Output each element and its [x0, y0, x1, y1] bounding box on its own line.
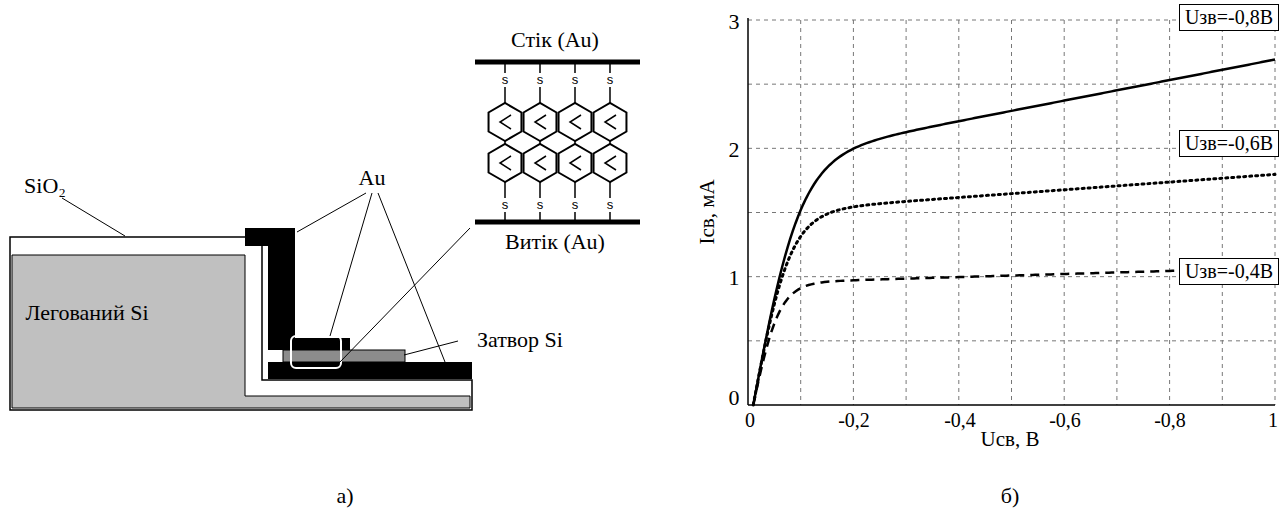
ring-bond	[570, 156, 581, 170]
au-drain-electrode	[245, 228, 350, 350]
sulfur-atom: s	[537, 73, 544, 87]
bond-line	[574, 87, 576, 103]
curve-label-box: Uзв=-0,6В	[1179, 130, 1279, 157]
bond-line	[609, 212, 611, 220]
panel-letter: а)	[336, 484, 353, 508]
part-label: Затвор Si	[477, 328, 563, 352]
bond-line	[504, 212, 506, 220]
leader-line	[340, 228, 470, 362]
drain-bar	[475, 60, 640, 65]
tick-label: 1	[729, 266, 740, 290]
y-axis	[747, 18, 749, 405]
ring-bond	[500, 156, 511, 170]
axis-title: Uсв, В	[981, 428, 1040, 451]
molecule-inset	[475, 62, 640, 222]
bond-line	[504, 87, 506, 103]
sio2-layer	[10, 237, 472, 410]
bond-line	[574, 182, 576, 198]
bond-line	[574, 64, 576, 73]
axis-title: Iсв, мА	[696, 179, 719, 244]
part-label: Стік (Au)	[511, 28, 599, 52]
bond-line	[504, 182, 506, 198]
benzene-ring	[524, 103, 557, 141]
leader-line	[297, 193, 366, 232]
x-axis	[748, 404, 1275, 406]
sulfur-atom: s	[502, 198, 509, 212]
iv-curve	[753, 60, 1275, 405]
ring-bond	[570, 115, 581, 129]
part-label: Au	[359, 166, 386, 190]
molecule-callout	[291, 336, 341, 368]
tick-label: 1	[1268, 409, 1278, 431]
doped-si	[12, 255, 470, 408]
bond-line	[539, 182, 541, 198]
curve-label-box: Uзв=-0,4В	[1179, 258, 1279, 285]
tick-label: -0,6	[1049, 409, 1081, 431]
curve-label: Uзв=-0,4В	[1185, 260, 1273, 283]
bond-line	[539, 212, 541, 220]
grid-line	[1169, 20, 1170, 405]
benzene-ring	[559, 144, 592, 182]
part-label: SiO₂	[24, 174, 66, 198]
sulfur-atom: s	[572, 198, 579, 212]
bond-line	[609, 64, 611, 73]
iv-curve	[753, 268, 1275, 405]
leader-line	[330, 193, 372, 336]
ring-bond	[535, 115, 546, 129]
tick-label: 0	[745, 409, 755, 431]
source-bar	[475, 220, 640, 225]
bond-line	[539, 87, 541, 103]
tick-label: 3	[729, 10, 740, 34]
grid-line	[1011, 20, 1012, 405]
tick-label: 2	[729, 138, 740, 162]
part-label: Витік (Au)	[505, 230, 605, 254]
transistor-section	[10, 193, 472, 410]
gate-si	[283, 350, 405, 362]
tick-label: -0,2	[838, 409, 870, 431]
benzene-ring	[559, 103, 592, 141]
grid-line	[748, 84, 1275, 85]
region-label: Легований Si	[22, 300, 152, 326]
bond-line	[574, 212, 576, 220]
tick-label: -0,4	[944, 409, 976, 431]
benzene-ring	[489, 103, 522, 141]
sulfur-atom: s	[607, 198, 614, 212]
iv-chart	[748, 18, 1275, 405]
bond-line	[609, 182, 611, 198]
tick-label: 0	[729, 386, 740, 410]
bond-line	[504, 64, 506, 73]
sulfur-atom: s	[607, 73, 614, 87]
sulfur-atom: s	[572, 73, 579, 87]
ring-bond	[535, 156, 546, 170]
grid-line	[906, 20, 907, 405]
grid-line	[748, 340, 1275, 341]
tick-label: -0,8	[1154, 409, 1186, 431]
benzene-ring	[524, 144, 557, 182]
benzene-ring	[489, 144, 522, 182]
panel-letter: б)	[1001, 484, 1020, 508]
benzene-ring	[594, 103, 627, 141]
leader-line	[378, 193, 445, 362]
sulfur-atom: s	[537, 198, 544, 212]
sulfur-atom: s	[502, 73, 509, 87]
curve-label-box: Uзв=-0,8В	[1179, 4, 1279, 31]
leader-line	[404, 341, 458, 355]
doped-si-region: Легований Si	[22, 300, 152, 326]
bond-line	[609, 87, 611, 103]
iv-curve	[753, 174, 1275, 405]
au-source-electrode	[268, 362, 472, 379]
ring-bond	[605, 115, 616, 129]
bond-line	[539, 64, 541, 73]
benzene-ring	[594, 144, 627, 182]
leader-line	[62, 198, 125, 236]
ring-bond	[500, 115, 511, 129]
curve-label: Uзв=-0,8В	[1185, 6, 1273, 29]
curve-label: Uзв=-0,6В	[1185, 132, 1273, 155]
ring-bond	[605, 156, 616, 170]
